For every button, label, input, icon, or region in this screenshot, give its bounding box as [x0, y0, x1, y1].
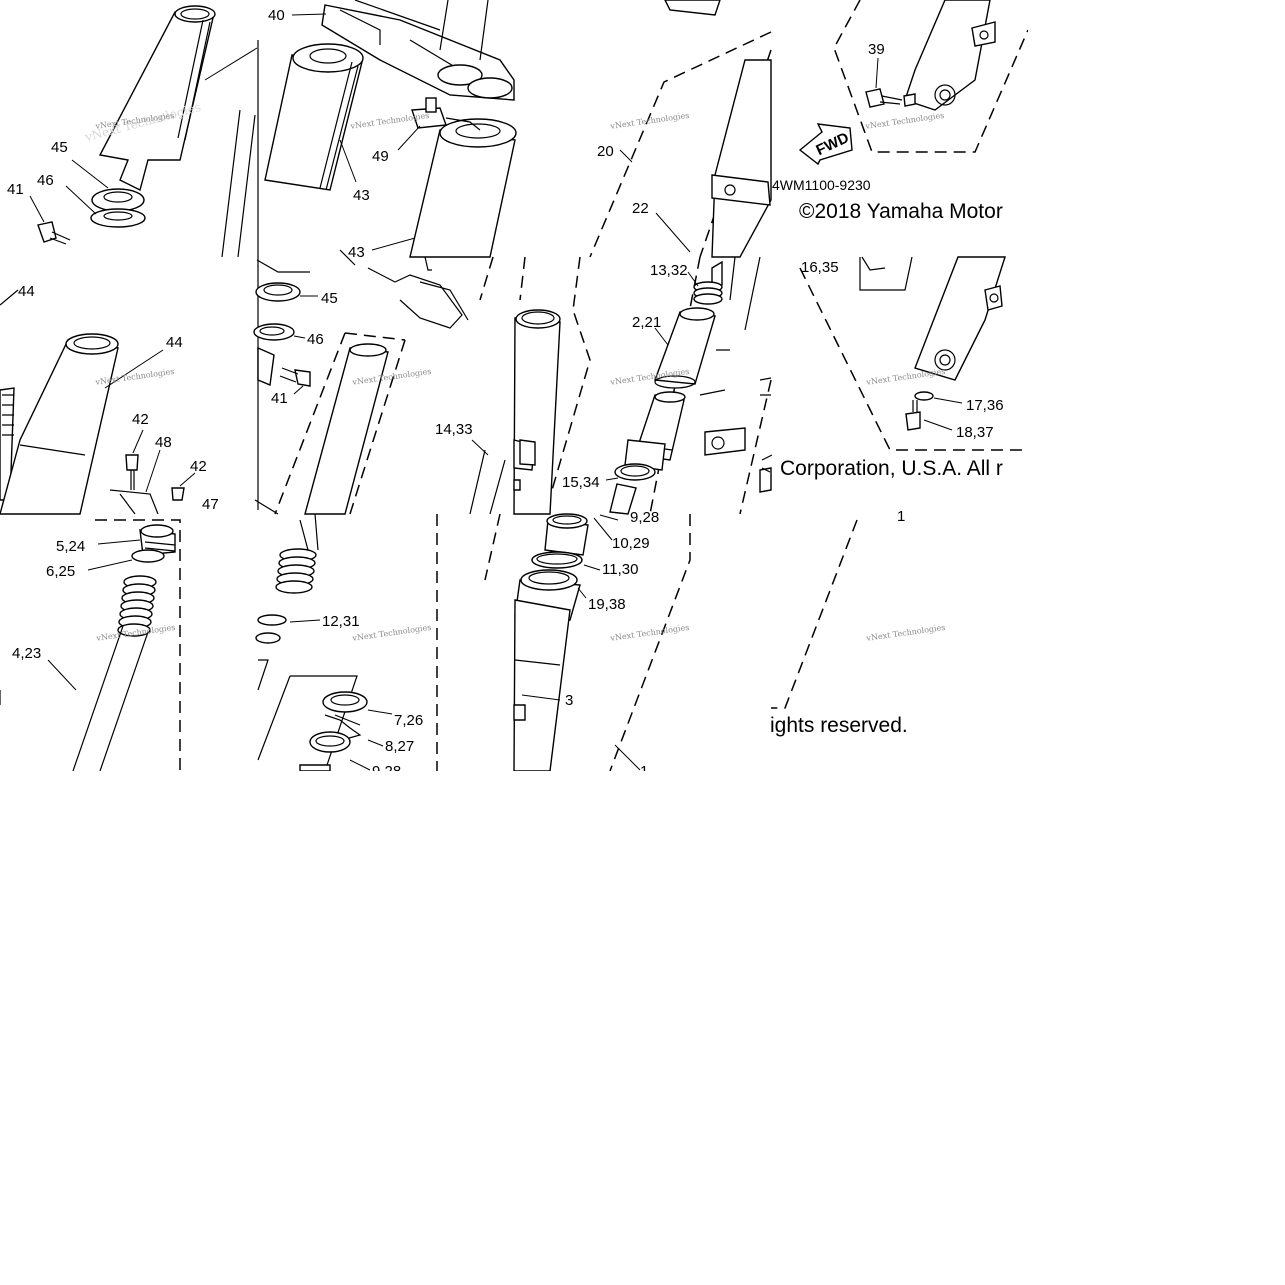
callout-18-37: 18,37 — [956, 424, 994, 441]
fwd-arrow-icon: FWD — [798, 123, 853, 166]
tile-top-right — [589, 0, 772, 258]
callout-45: 45 — [321, 290, 338, 307]
callout-39: 39 — [868, 41, 885, 58]
bolt-part — [905, 411, 921, 431]
outer-tube-part — [513, 599, 571, 772]
callout-41: 41 — [7, 181, 24, 198]
spring-part — [117, 575, 157, 637]
tile-middle-left — [0, 289, 196, 515]
bolt-part — [37, 221, 57, 243]
clip-part — [324, 714, 362, 741]
fork-cover-part — [0, 339, 119, 515]
callout-1: 1 — [897, 508, 905, 525]
callout-19-38: 19,38 — [588, 596, 626, 613]
callout-12-31: 12,31 — [322, 613, 360, 630]
callout-43: 43 — [348, 244, 365, 261]
fork-bottom-part — [914, 256, 1006, 381]
bolt-part — [257, 346, 275, 386]
callout-42: 42 — [190, 458, 207, 475]
watermark-text: vNext Technologies — [865, 367, 946, 387]
callout-8-27: 8,27 — [385, 738, 414, 755]
callout-47: 47 — [202, 496, 219, 513]
callout-40: 40 — [268, 7, 285, 24]
washer-part — [255, 282, 301, 302]
tile-top-center — [257, 0, 517, 258]
callout-9-28: 9,28 — [630, 509, 659, 526]
callout-3: 3 — [565, 692, 573, 709]
part-number-code: 4WM1100-9230 — [772, 177, 871, 193]
bolt-part — [865, 88, 885, 108]
watermark-text: vNext Technologies — [351, 623, 432, 643]
watermark-text: vNext Technologies — [865, 623, 946, 643]
callout-46: 46 — [37, 172, 54, 189]
callout-46: 46 — [307, 331, 324, 348]
tile-bottom-left — [0, 519, 181, 772]
callout-45: 45 — [51, 139, 68, 156]
spring-part — [275, 548, 317, 594]
callout-42: 42 — [132, 411, 149, 428]
callout-2-21: 2,21 — [632, 314, 661, 331]
fork-cover-part — [264, 54, 363, 191]
watermark-text: vNext Technologies — [609, 367, 690, 387]
inner-tube-part — [711, 59, 772, 258]
tile-middle-right — [513, 256, 772, 515]
tile-middle-center — [253, 237, 506, 515]
callout-7-26: 7,26 — [394, 712, 423, 729]
watermark-text: vNext Technologies — [609, 111, 690, 131]
copyright-line-3: ights reserved. — [770, 714, 908, 737]
watermark-text: vNext Technologies — [864, 111, 945, 131]
watermark-text: vNext Technologies — [609, 623, 690, 643]
callout-14-33: 14,33 — [435, 421, 473, 438]
callout-17-36: 17,36 — [966, 397, 1004, 414]
callout-15-34: 15,34 — [562, 474, 600, 491]
callout-16-35: 16,35 — [801, 259, 839, 276]
tile-top-left — [29, 5, 258, 258]
callout-41: 41 — [271, 390, 288, 407]
copyright-line-2: Corporation, U.S.A. All r — [780, 457, 1003, 480]
copyright-line-1: ©2018 Yamaha Motor — [799, 200, 1003, 223]
tile-far-right-middle — [799, 256, 1028, 451]
tile-far-right-bottom — [771, 519, 858, 709]
callout-48: 48 — [155, 434, 172, 451]
callout-44: 44 — [166, 334, 183, 351]
callout-13-32: 13,32 — [650, 262, 688, 279]
callout-4-23: 4,23 — [12, 645, 41, 662]
callout-5-24: 5,24 — [56, 538, 85, 555]
callout-11-30: 11,30 — [602, 561, 638, 578]
bolt-part — [125, 454, 139, 471]
fork-cover-part — [98, 11, 214, 192]
tile-far-right-top: FWD — [798, 0, 1029, 166]
callout-44: 44 — [18, 283, 35, 300]
callout-20: 20 — [597, 143, 614, 160]
callout-6-25: 6,25 — [46, 563, 75, 580]
tile-bottom-right — [513, 513, 691, 772]
callout-10-29: 10,29 — [612, 535, 650, 552]
callout-49: 49 — [372, 148, 389, 165]
callout-22: 22 — [632, 200, 649, 217]
callout-43: 43 — [353, 187, 370, 204]
tile-bottom-center — [255, 513, 501, 772]
spring-part — [693, 281, 723, 305]
